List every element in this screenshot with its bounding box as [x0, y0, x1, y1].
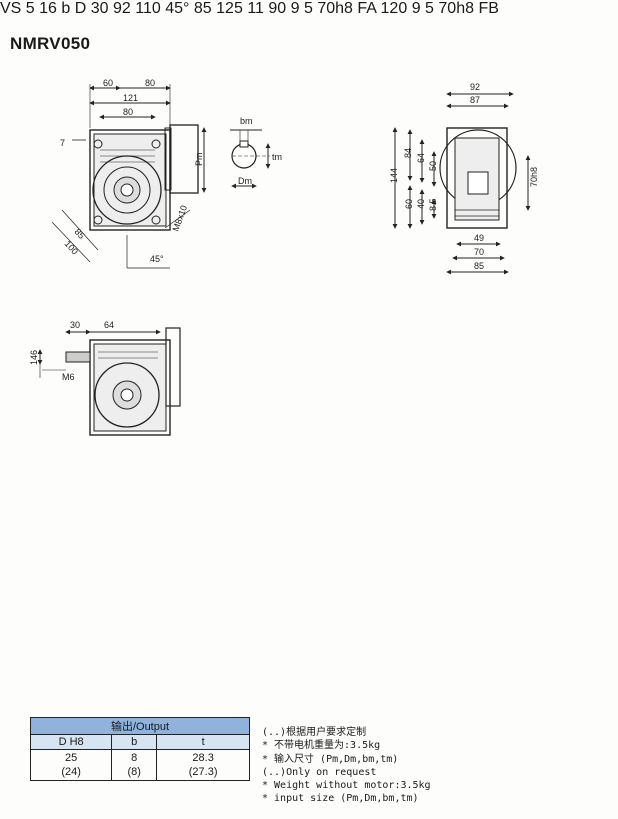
svg-text:64: 64 — [416, 153, 426, 163]
table-row: 25(24) 8(8) 28.3(27.3) — [29, 749, 250, 781]
svg-text:121: 121 — [123, 93, 138, 103]
note-line: * 输入尺寸 (Pm,Dm,bm,tm) — [262, 753, 399, 765]
svg-text:80: 80 — [145, 78, 155, 88]
svg-text:92: 92 — [470, 82, 480, 92]
svg-text:84: 84 — [403, 148, 413, 158]
svg-text:100: 100 — [63, 239, 80, 257]
output-table: 输出/Output D H8 b t 25(24) 8(8) 28.3(27.3… — [29, 717, 250, 781]
cell-t: 28.3(27.3) — [156, 749, 250, 781]
front-view — [51, 84, 207, 269]
col-d-header: D H8 — [29, 734, 113, 750]
svg-text:146: 146 — [29, 350, 39, 365]
svg-text:40: 40 — [416, 199, 426, 209]
svg-text:7: 7 — [60, 138, 65, 148]
svg-text:64: 64 — [104, 320, 114, 330]
svg-text:60: 60 — [103, 78, 113, 88]
svg-text:M6: M6 — [62, 372, 75, 382]
svg-text:tm: tm — [272, 152, 282, 162]
svg-text:Dm: Dm — [238, 176, 252, 186]
notes: (..)根据用户要求定制* 不带电机重量为:3.5kg* 输入尺寸 (Pm,Dm… — [262, 713, 431, 819]
svg-text:8.5: 8.5 — [428, 198, 438, 211]
svg-text:80: 80 — [123, 107, 133, 117]
vs-view — [37, 327, 181, 436]
svg-text:M8x10: M8x10 — [170, 204, 189, 233]
side-view — [392, 91, 531, 275]
svg-text:87: 87 — [470, 95, 480, 105]
svg-text:50: 50 — [428, 161, 438, 171]
svg-text:bm: bm — [240, 116, 253, 126]
note-line: (..)Only on request — [262, 766, 377, 778]
svg-text:Pm: Pm — [194, 153, 204, 167]
fa-tag: FA — [357, 0, 377, 17]
vs-tag: VS — [0, 0, 22, 17]
input-shaft-section — [230, 129, 271, 189]
cell-d: 25(24) — [29, 749, 113, 781]
svg-text:30: 30 — [70, 320, 80, 330]
note-line: * input size (Pm,Dm,bm,tm) — [262, 793, 419, 805]
svg-text:70h8: 70h8 — [529, 167, 539, 187]
note-line: * Weight without motor:3.5kg — [262, 780, 431, 792]
fb-tag: FB — [478, 0, 499, 17]
svg-text:45°: 45° — [150, 254, 164, 264]
svg-text:49: 49 — [474, 233, 484, 243]
svg-text:85: 85 — [474, 261, 484, 271]
svg-text:60: 60 — [404, 199, 414, 209]
svg-text:85: 85 — [73, 227, 87, 241]
note-line: (..)根据用户要求定制 — [262, 727, 367, 739]
col-b-header: b — [111, 734, 158, 750]
cell-b: 8(8) — [111, 749, 158, 781]
svg-text:144: 144 — [389, 168, 399, 183]
note-line: * 不带电机重量为:3.5kg — [262, 740, 381, 752]
col-t-header: t — [156, 734, 250, 750]
output-table-header: 输出/Output — [30, 717, 250, 735]
page-title: NMRV050 — [10, 34, 91, 53]
svg-text:70: 70 — [474, 247, 484, 257]
